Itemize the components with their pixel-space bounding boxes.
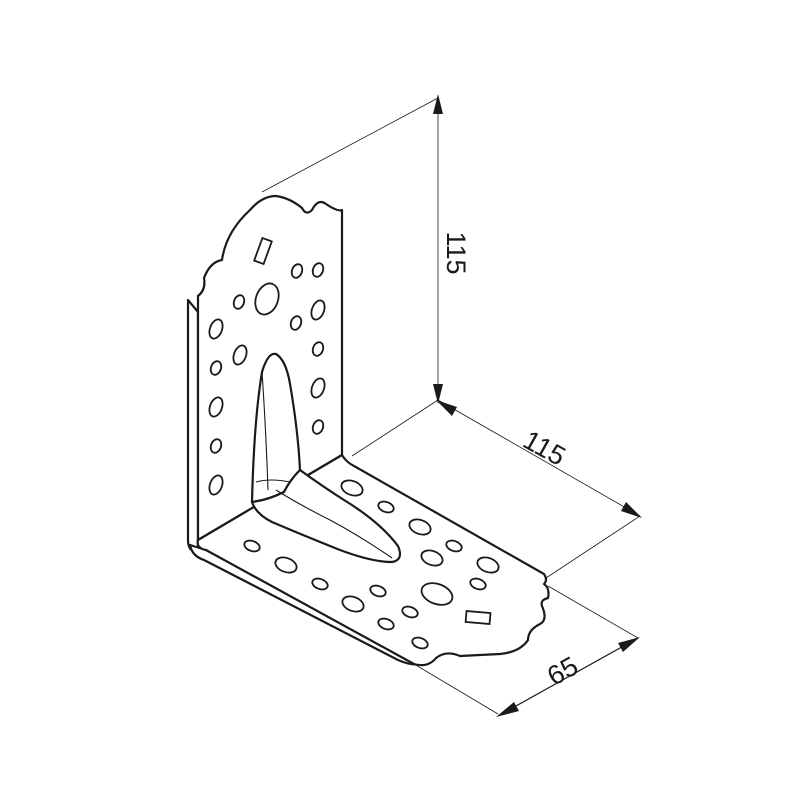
hole xyxy=(209,360,223,376)
hole xyxy=(290,263,304,279)
hole xyxy=(476,556,500,574)
arrow-head-icon xyxy=(496,702,519,717)
hole xyxy=(311,262,325,278)
hole xyxy=(289,315,303,331)
hole xyxy=(401,605,419,619)
hole xyxy=(377,500,395,514)
hole xyxy=(311,341,325,357)
large-hole xyxy=(254,282,280,316)
reinforcement-rib xyxy=(250,352,402,564)
large-hole xyxy=(420,582,454,606)
hole xyxy=(341,595,365,613)
hole xyxy=(377,617,395,631)
hole xyxy=(445,539,463,553)
arrow-head-icon xyxy=(436,400,457,416)
arrow-head-icon xyxy=(618,637,640,652)
width-dimension-label: 65 xyxy=(542,651,583,692)
length-dimension-label: 115 xyxy=(518,425,570,472)
hole xyxy=(208,396,224,418)
hole xyxy=(208,474,224,496)
rectangular-slot xyxy=(464,610,492,626)
hole xyxy=(208,318,224,340)
hole xyxy=(340,479,364,497)
hole xyxy=(469,577,487,591)
hole xyxy=(411,636,429,650)
hole xyxy=(232,344,248,366)
vertical-plate-holes xyxy=(208,236,326,496)
hole xyxy=(311,577,329,591)
rectangular-slot xyxy=(253,236,273,266)
height-dimension: 115 xyxy=(261,94,471,457)
hole xyxy=(420,549,444,567)
hole xyxy=(310,299,326,321)
hole xyxy=(369,584,387,598)
arrow-head-icon xyxy=(433,94,443,114)
hole xyxy=(232,294,246,310)
arrow-head-icon xyxy=(433,384,443,404)
hole xyxy=(310,377,326,399)
horizontal-plate-holes xyxy=(243,479,500,650)
hole xyxy=(209,438,223,454)
hole xyxy=(408,518,432,536)
hole xyxy=(311,419,325,435)
hole xyxy=(274,556,298,574)
hole xyxy=(243,539,261,553)
arrow-head-icon xyxy=(621,502,642,518)
height-dimension-label: 115 xyxy=(441,231,471,274)
